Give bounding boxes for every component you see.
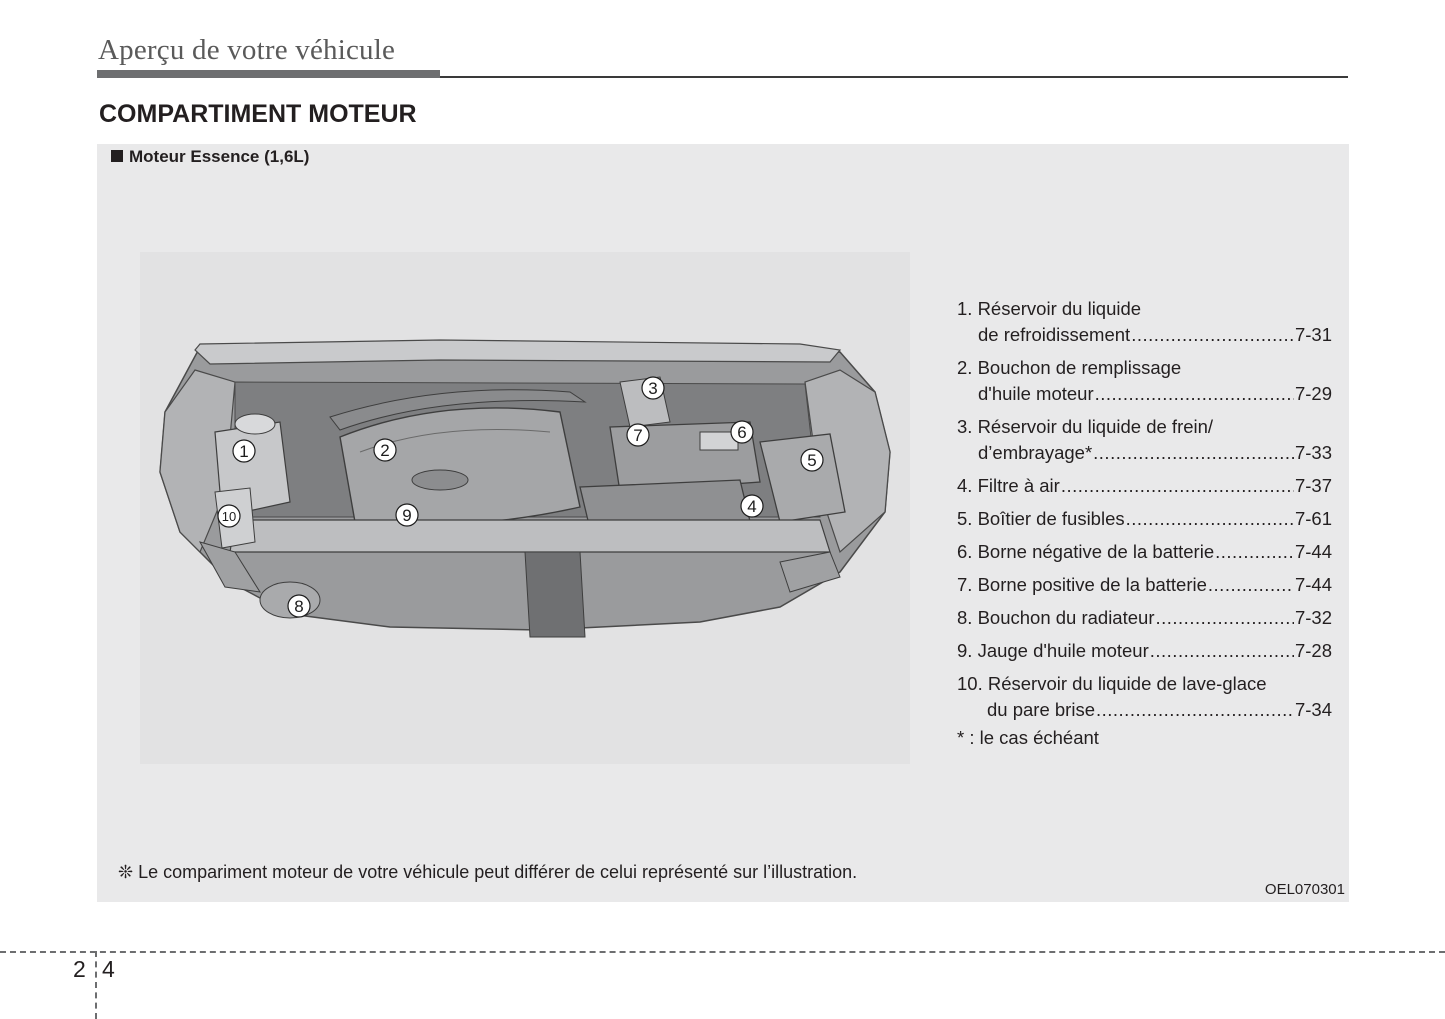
legend-item-2-text-2: d'huile moteur xyxy=(978,383,1094,404)
callout-7-label: 7 xyxy=(633,426,642,445)
callout-9: 9 xyxy=(395,503,419,527)
callout-5: 5 xyxy=(800,448,824,472)
callout-1-label: 1 xyxy=(239,442,248,461)
legend-item-10: 10. Réservoir du liquide de lave-glace d… xyxy=(957,671,1332,723)
legend-item-4-page: 7-37 xyxy=(1294,475,1332,496)
legend-item-5: 5. Boîtier de fusibles 7-61 xyxy=(957,506,1332,532)
engine-compartment-drawing: 1 2 3 4 5 6 7 8 xyxy=(159,339,891,638)
legend-item-8: 8. Bouchon du radiateur 7-32 xyxy=(957,605,1332,631)
legend-item-7: 7. Borne positive de la batterie 7-44 xyxy=(957,572,1332,598)
callout-5-label: 5 xyxy=(807,451,816,470)
image-code: OEL070301 xyxy=(1264,881,1345,898)
legend-item-8-page: 7-32 xyxy=(1294,607,1332,628)
legend-item-1: 1. Réservoir du liquide de refroidisseme… xyxy=(957,296,1332,348)
legend-item-7-page: 7-44 xyxy=(1294,574,1332,595)
callout-10: 10 xyxy=(217,504,241,528)
legend-item-2-page: 7-29 xyxy=(1294,383,1332,404)
legend-item-3-page: 7-33 xyxy=(1294,442,1332,463)
legend-item-7-text: 7. Borne positive de la batterie xyxy=(957,574,1207,595)
legend-item-2-text: 2. Bouchon de remplissage xyxy=(957,357,1182,378)
callout-2-label: 2 xyxy=(380,441,389,460)
legend-item-3-text: 3. Réservoir du liquide de frein/ xyxy=(957,416,1214,437)
legend-item-8-text: 8. Bouchon du radiateur xyxy=(957,607,1155,628)
header-rule-thin xyxy=(440,76,1348,78)
legend-item-2: 2. Bouchon de remplissage d'huile moteur… xyxy=(957,355,1332,407)
callout-6: 6 xyxy=(730,420,754,444)
callout-8-label: 8 xyxy=(294,597,303,616)
page-section-number: 2 xyxy=(73,956,86,982)
legend-footnote: * : le cas échéant xyxy=(957,727,1099,748)
legend-item-1-text: 1. Réservoir du liquide xyxy=(957,298,1142,319)
legend-item-10-text: 10. Réservoir du liquide de lave-glace xyxy=(957,673,1267,694)
callout-4-label: 4 xyxy=(747,497,756,516)
footer-dashed-divider xyxy=(95,951,97,1019)
callout-4: 4 xyxy=(740,494,764,518)
engine-illustration: 1 2 3 4 5 6 7 8 xyxy=(140,252,910,764)
legend-item-10-text-2: du pare brise xyxy=(987,699,1095,720)
callout-3: 3 xyxy=(641,376,665,400)
callout-8: 8 xyxy=(287,594,311,618)
legend-item-9: 9. Jauge d'huile moteur 7-28 xyxy=(957,638,1332,664)
legend-item-5-text: 5. Boîtier de fusibles xyxy=(957,508,1125,529)
section-title: COMPARTIMENT MOTEUR xyxy=(99,100,417,128)
running-header-title: Aperçu de votre véhicule xyxy=(98,34,396,66)
legend-item-9-text: 9. Jauge d'huile moteur xyxy=(957,640,1149,661)
legend-item-1-text-2: de refroidissement xyxy=(978,324,1131,345)
legend-item-3-text-2: d’embrayage* xyxy=(978,442,1093,463)
legend-item-3: 3. Réservoir du liquide de frein/ d’embr… xyxy=(957,414,1332,466)
legend-item-10-page: 7-34 xyxy=(1294,699,1332,720)
panel-heading-text: Moteur Essence (1,6L) xyxy=(129,147,310,166)
legend-item-6-text: 6. Borne négative de la batterie xyxy=(957,541,1215,562)
page-number: 4 xyxy=(102,956,115,982)
legend-item-4: 4. Filtre à air 7-37 xyxy=(957,473,1332,499)
callout-7: 7 xyxy=(626,423,650,447)
legend-item-1-page: 7-31 xyxy=(1294,324,1332,345)
callout-1: 1 xyxy=(232,439,256,463)
callout-10-label: 10 xyxy=(222,509,236,524)
callout-9-label: 9 xyxy=(402,506,411,525)
legend-item-9-page: 7-28 xyxy=(1294,640,1332,661)
callout-6-label: 6 xyxy=(737,423,746,442)
legend-item-6-page: 7-44 xyxy=(1294,541,1332,562)
legend-item-4-text: 4. Filtre à air xyxy=(957,475,1060,496)
legend-item-5-page: 7-61 xyxy=(1294,508,1332,529)
header-rule-thick xyxy=(97,70,440,78)
callout-3-label: 3 xyxy=(648,379,657,398)
footer-dashed-rule xyxy=(0,951,1445,953)
panel-heading: Moteur Essence (1,6L) xyxy=(111,147,309,167)
callout-2: 2 xyxy=(373,438,397,462)
square-bullet-icon xyxy=(111,150,123,162)
legend-list: 1. Réservoir du liquide de refroidisseme… xyxy=(957,296,1332,751)
legend-item-6: 6. Borne négative de la batterie 7-44 xyxy=(957,539,1332,565)
illustration-note: ❊ Le comparimen​t moteur de votre véhicu… xyxy=(118,862,858,882)
